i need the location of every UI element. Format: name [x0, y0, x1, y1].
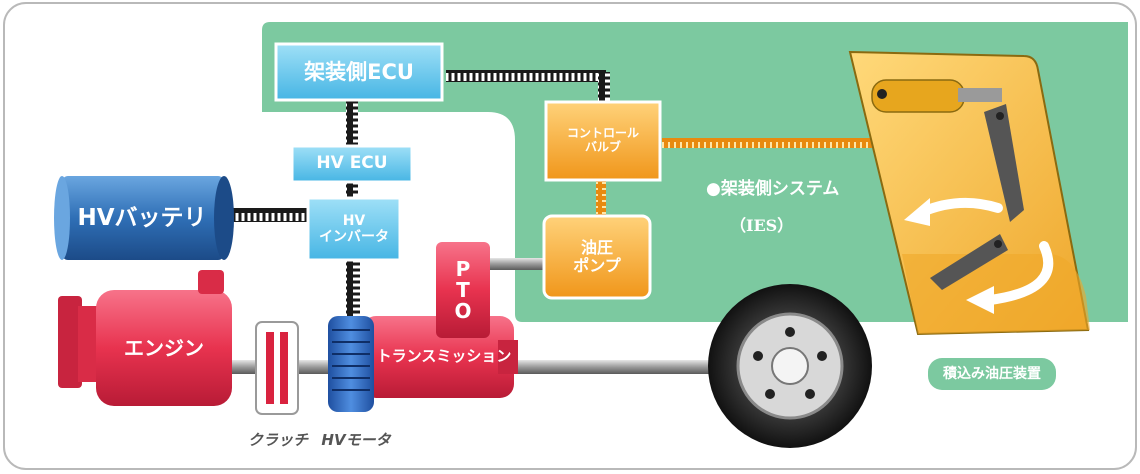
- chain-valve-drop: [598, 72, 610, 104]
- pto-pump-shaft: [488, 258, 550, 270]
- body-ecu-box: [274, 42, 444, 102]
- chain-ecu-to-valve: [446, 70, 606, 82]
- pto-label: P T O: [454, 256, 472, 323]
- chain-battery-to-inverter: [226, 208, 308, 222]
- hv-battery-label: HVバッテリ: [77, 204, 207, 231]
- lower-lever-arm: [930, 234, 1008, 290]
- clutch-label: クラッチ: [247, 431, 308, 450]
- pivot-lower: [994, 240, 1002, 248]
- motion-arrowhead-upper: [904, 198, 930, 226]
- hv-inverter-box: [306, 196, 402, 262]
- loader-label: 積込み油圧装置: [943, 365, 1041, 382]
- chain-ecu-to-hvecu: [346, 100, 358, 148]
- clutch: [255, 321, 299, 415]
- hydraulic-cylinder: [871, 79, 1002, 113]
- chain-inverter-to-motor: [346, 260, 360, 318]
- upper-lever-arm: [984, 104, 1024, 222]
- transmission-label: トランスミッション: [376, 347, 512, 366]
- hydraulic-pump-box: [542, 214, 652, 300]
- body-ecu-label: 架装側ECU: [304, 59, 414, 84]
- pivot-upper: [996, 112, 1004, 120]
- chain-valve-to-loader: [662, 138, 872, 148]
- hv-ecu-box: [290, 144, 414, 184]
- motion-arrow-lower: [985, 241, 1054, 305]
- engine-label: エンジン: [124, 335, 204, 360]
- hv-motor-label: HVモータ: [321, 431, 391, 450]
- control-valve-label: コントロール バルブ: [566, 126, 639, 154]
- hv-inverter-label: HV インバータ: [319, 212, 389, 245]
- chain-hvecu-to-inverter: [346, 180, 358, 200]
- pto-box: [436, 242, 490, 338]
- wheel: [708, 284, 872, 448]
- hv-ecu-label: HV ECU: [316, 153, 388, 174]
- loader-label-pill: [928, 358, 1056, 390]
- body-system-title: ●架装側システム: [706, 179, 840, 199]
- control-valve-box: [544, 100, 662, 182]
- hv-motor: [328, 316, 374, 412]
- hydraulic-pump-label: 油圧 ポンプ: [573, 237, 621, 275]
- hv-battery: [54, 176, 234, 260]
- engine: [58, 270, 232, 406]
- motion-arrowhead-lower: [966, 286, 994, 314]
- chain-valve-to-pump: [596, 180, 606, 220]
- ies-label: （IES）: [730, 216, 794, 235]
